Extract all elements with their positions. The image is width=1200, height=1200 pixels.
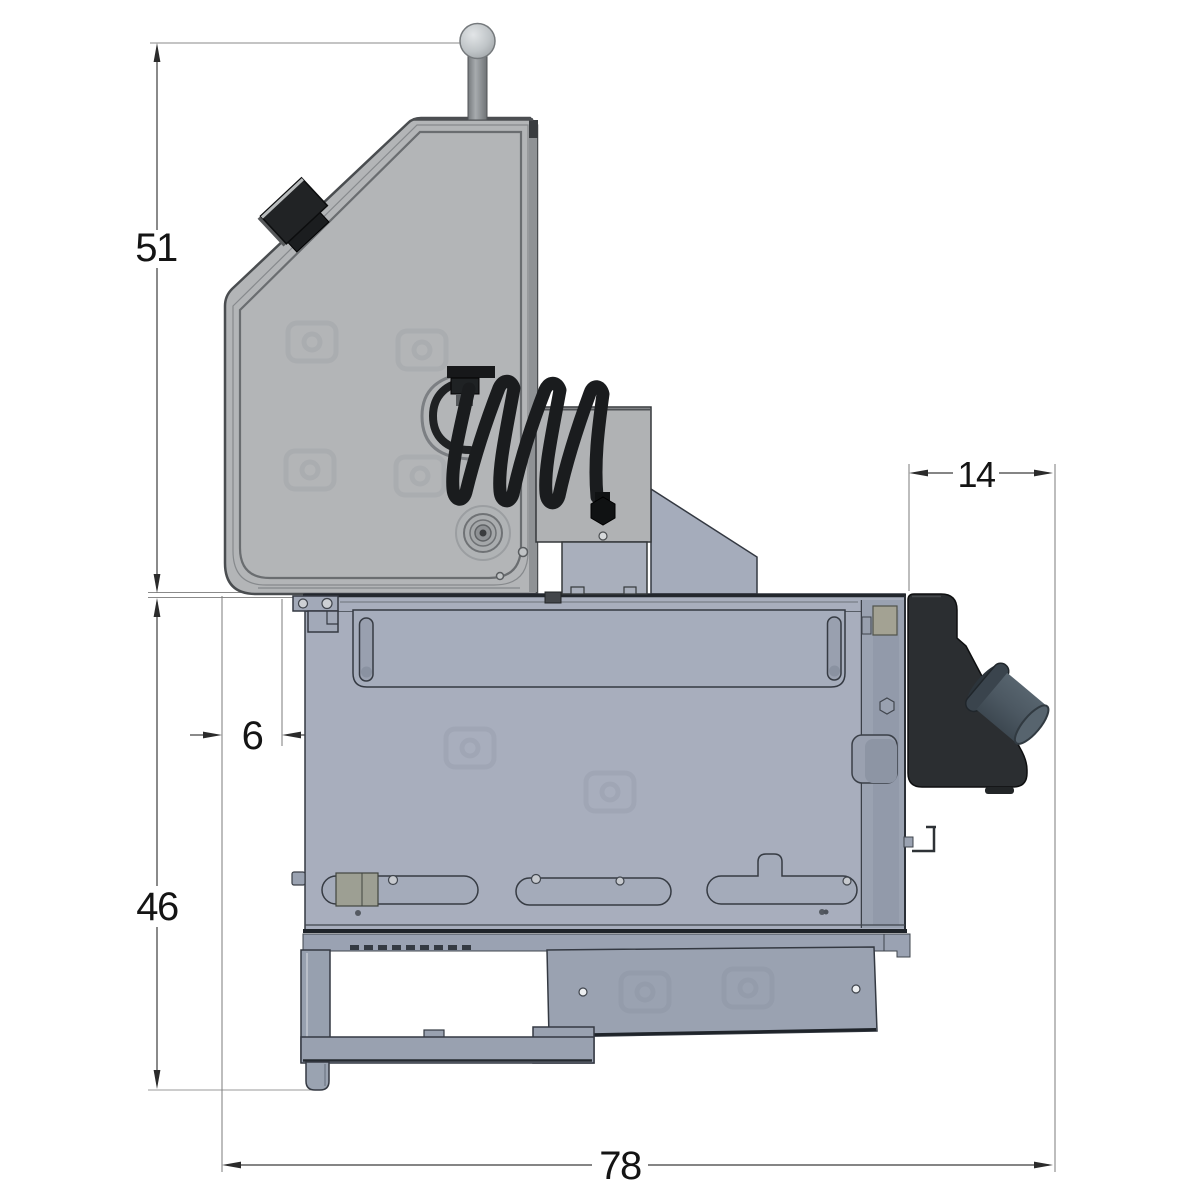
dimension-label-upper-height: 51 bbox=[135, 226, 177, 270]
column-hex-bolt bbox=[879, 697, 895, 715]
inner-top-panel bbox=[352, 609, 846, 688]
lever-ball bbox=[459, 22, 496, 60]
arrow-14-right bbox=[1034, 469, 1053, 477]
bracket-foot bbox=[985, 787, 1014, 794]
skirt-hole-a bbox=[578, 987, 588, 997]
bottom-slot-3 bbox=[706, 853, 858, 905]
rail-end-cap bbox=[883, 933, 911, 958]
top-port-highlight bbox=[260, 178, 304, 219]
base-foot bbox=[305, 1061, 330, 1091]
body-left-pin bbox=[291, 871, 306, 886]
body-rivet-a bbox=[355, 910, 361, 916]
adjustment-knob bbox=[455, 505, 511, 561]
dark-tab bbox=[544, 591, 562, 604]
arrow-78-right bbox=[1034, 1161, 1053, 1169]
body-hole-c bbox=[615, 876, 625, 886]
arrow-46-bottom bbox=[153, 1070, 161, 1089]
arrow-46-top bbox=[153, 598, 161, 617]
wire-hook bbox=[912, 825, 936, 853]
housing-screw-b bbox=[495, 571, 505, 581]
main-body bbox=[291, 593, 936, 958]
body-hole-b bbox=[530, 873, 542, 885]
skirt-plate bbox=[546, 946, 878, 1038]
housing-right-edge-face bbox=[529, 118, 537, 592]
dimension-label-left-offset: 6 bbox=[242, 714, 263, 758]
base-assembly bbox=[300, 946, 878, 1091]
bracket-body bbox=[907, 593, 1028, 788]
vertical-slot-left bbox=[358, 617, 374, 682]
arrow-51-top bbox=[153, 43, 161, 62]
arrow-6-left bbox=[203, 731, 222, 739]
hook-nub bbox=[903, 836, 914, 848]
spring-box-lower bbox=[561, 541, 648, 595]
dimension-label-lower-height: 46 bbox=[136, 885, 178, 929]
body-rivet-b bbox=[819, 909, 825, 915]
tension-spring bbox=[446, 374, 610, 510]
arrow-78-left bbox=[222, 1161, 241, 1169]
spring-and-cable bbox=[428, 366, 616, 526]
arrow-14-left bbox=[909, 469, 928, 477]
spring-hex-nut bbox=[590, 496, 616, 526]
top-port-body bbox=[259, 176, 329, 245]
column-tan-block bbox=[872, 605, 898, 636]
housing-top-notch bbox=[529, 120, 538, 138]
vertical-slot-left-pin bbox=[361, 666, 372, 678]
nozzle bbox=[964, 662, 1050, 745]
column-tab bbox=[861, 616, 872, 635]
vertical-slot-right-pin bbox=[829, 665, 840, 677]
body-top-left-bracket bbox=[292, 595, 339, 633]
arrow-51-bottom bbox=[153, 574, 161, 593]
dimension-labels: 51 46 6 14 78 bbox=[135, 226, 996, 1188]
skirt-bottom-edge bbox=[548, 1028, 877, 1037]
lever-stem bbox=[467, 55, 488, 121]
top-port bbox=[257, 176, 330, 253]
body-hole-d bbox=[842, 876, 852, 886]
body-hole-a bbox=[387, 874, 399, 886]
connector-bar bbox=[447, 366, 495, 378]
bottom-slot-2 bbox=[515, 877, 672, 906]
column-rivet bbox=[823, 909, 829, 915]
dimension-label-overall-width: 78 bbox=[599, 1144, 641, 1188]
upper-housing bbox=[223, 22, 539, 596]
ramp-wedge bbox=[650, 487, 758, 595]
column-notch-blob bbox=[865, 739, 897, 783]
housing-screw-a bbox=[517, 546, 529, 558]
vertical-slot-right bbox=[826, 616, 842, 681]
bracket-hole-b bbox=[321, 597, 333, 610]
nozzle-end-cap bbox=[1013, 704, 1050, 745]
arrow-6-right bbox=[282, 731, 301, 739]
box-foot-b bbox=[623, 586, 637, 595]
bracket-hole-a bbox=[297, 598, 309, 609]
spring-box-hole bbox=[598, 531, 608, 541]
dimension-arrows bbox=[153, 43, 1053, 1169]
skirt-hole-b bbox=[851, 984, 861, 994]
discharge-bracket bbox=[907, 593, 1050, 794]
rail-teeth bbox=[350, 945, 471, 950]
slot-1-tab-block bbox=[335, 872, 379, 907]
box-foot-a bbox=[570, 586, 585, 595]
base-bar bbox=[300, 1036, 595, 1064]
dimension-label-top-right-width: 14 bbox=[957, 454, 995, 495]
